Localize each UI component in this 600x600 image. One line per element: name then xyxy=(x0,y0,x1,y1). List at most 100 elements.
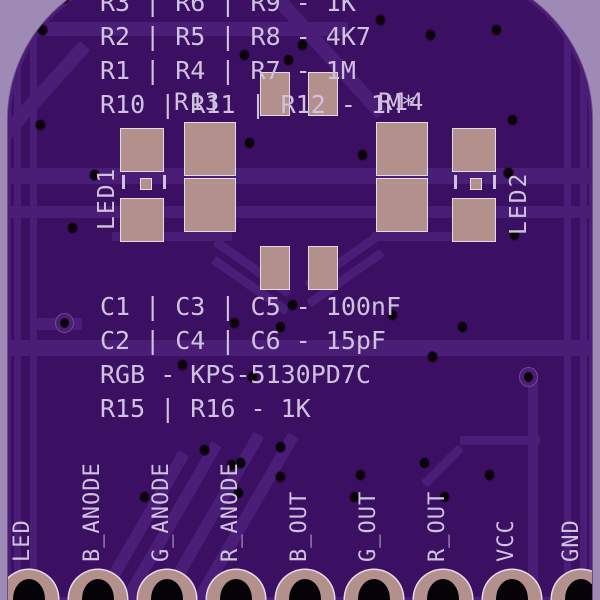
via-8 xyxy=(284,55,293,65)
th-hole-3 xyxy=(151,579,183,600)
via-35 xyxy=(485,470,494,480)
via-7 xyxy=(240,50,249,60)
pad-center-top-1 xyxy=(260,72,290,116)
pin-label-vcc: VCC xyxy=(494,519,519,562)
via-29 xyxy=(234,488,243,498)
via-24 xyxy=(288,300,297,310)
via-19 xyxy=(388,310,397,320)
bom-mid-line-2: RGB - KPS-5130PD7C xyxy=(100,360,371,389)
via-27 xyxy=(276,472,285,482)
pin-label-r-out: R_OUT xyxy=(425,490,450,562)
bom-mid-line-1: C2 | C4 | C6 - 15pF xyxy=(100,326,386,355)
th-hole-7 xyxy=(427,579,459,600)
pad-led2-a xyxy=(452,128,496,172)
pad-r14-2 xyxy=(376,178,428,232)
via-17 xyxy=(230,318,239,328)
pad-center-top-2 xyxy=(308,72,338,116)
bom-top-line-1: R2 | R5 | R8 - 4K7 xyxy=(100,22,371,51)
th-hole-5 xyxy=(289,579,321,600)
th-hole-6 xyxy=(358,579,390,600)
bom-top-line-0: R3 | R6 | R9 - 1K xyxy=(100,0,356,17)
pin-label-r-anode: R_ANODE xyxy=(218,462,243,562)
via-36 xyxy=(227,460,236,470)
pad-r14-1 xyxy=(376,122,428,176)
via-32 xyxy=(420,458,429,468)
pad-led1-b xyxy=(120,198,164,242)
via-23 xyxy=(178,360,187,370)
via-18 xyxy=(276,322,285,332)
pin-label-g-anode: G_ANODE xyxy=(149,462,174,562)
pin-label-led: LED xyxy=(10,519,35,562)
via-6 xyxy=(245,138,254,148)
trace-cap-band xyxy=(8,340,592,356)
via-right-ringed xyxy=(524,372,533,382)
led2-polarity-mark xyxy=(470,178,482,190)
th-hole-8 xyxy=(496,579,528,600)
via-30 xyxy=(140,492,149,502)
via-16 xyxy=(426,30,435,40)
led1-mark-right xyxy=(163,175,166,189)
via-9 xyxy=(358,150,367,160)
trace-left-edge-1 xyxy=(14,0,21,600)
th-hole-1 xyxy=(13,579,45,600)
via-31 xyxy=(356,470,365,480)
pad-center-bottom-1 xyxy=(260,246,290,290)
trace-r14-bottom xyxy=(372,232,492,241)
trace-right-edge-1 xyxy=(564,0,571,600)
trace-r13-bottom xyxy=(112,232,232,241)
refdes-r14: R14 xyxy=(378,88,425,116)
trace-left-via-stub xyxy=(36,318,82,330)
via-11 xyxy=(492,25,501,35)
th-pad-9[interactable] xyxy=(552,570,592,600)
pad-center-bottom-2 xyxy=(308,246,338,290)
bom-mid-block: C1 | C3 | C5 - 100nF C2 | C4 | C6 - 15pF… xyxy=(100,290,401,426)
via-15 xyxy=(298,40,307,50)
pad-r13-1 xyxy=(184,122,236,176)
trace-vcc-elbow-h xyxy=(460,436,540,445)
led1-mark-left xyxy=(122,175,125,189)
led2-mark-right xyxy=(493,175,496,189)
via-33 xyxy=(350,492,359,502)
via-2 xyxy=(36,120,45,130)
via-25 xyxy=(200,445,209,455)
via-26 xyxy=(276,442,285,452)
via-10 xyxy=(376,15,385,25)
led1-polarity-mark xyxy=(140,178,152,190)
pin-label-b-anode: B_ANODE xyxy=(80,462,105,562)
trace-r14-top xyxy=(372,170,492,179)
th-hole-4 xyxy=(220,579,252,600)
via-12 xyxy=(508,115,517,125)
th-pad-5[interactable] xyxy=(276,570,334,600)
via-20 xyxy=(458,322,467,332)
pcb-board: R3 | R6 | R9 - 1K R2 | R5 | R8 - 4K7 R1 … xyxy=(8,0,592,600)
via-14 xyxy=(510,230,519,240)
pin-label-g-out: G_OUT xyxy=(356,490,381,562)
th-pad-6[interactable] xyxy=(345,570,403,600)
trace-top-horizontal xyxy=(8,22,348,36)
via-34 xyxy=(440,492,449,502)
via-13 xyxy=(504,168,513,178)
pad-led1-a xyxy=(120,128,164,172)
pin-label-gnd: GND xyxy=(559,519,584,562)
pad-led2-b xyxy=(452,198,496,242)
th-hole-9 xyxy=(565,579,592,600)
led2-mark-left xyxy=(454,175,457,189)
bom-top-line-2: R1 | R4 | R7 - 1M xyxy=(100,56,356,85)
th-pad-1[interactable] xyxy=(8,570,58,600)
bom-mid-line-0: C1 | C3 | C5 - 100nF xyxy=(100,292,402,321)
via-1 xyxy=(38,25,47,35)
pin-label-b-out: B_OUT xyxy=(287,490,312,562)
via-5 xyxy=(90,170,99,180)
via-28 xyxy=(236,458,245,468)
th-pad-7[interactable] xyxy=(414,570,472,600)
via-21 xyxy=(428,352,437,362)
via-left-ringed xyxy=(60,318,69,328)
refdes-led1: LED1 xyxy=(94,166,120,230)
refdes-r13: R13 xyxy=(174,88,221,116)
trace-left-edge-2 xyxy=(30,0,37,600)
via-4 xyxy=(68,223,77,233)
via-3 xyxy=(60,0,69,3)
th-pad-3[interactable] xyxy=(138,570,196,600)
pad-r13-2 xyxy=(184,178,236,232)
